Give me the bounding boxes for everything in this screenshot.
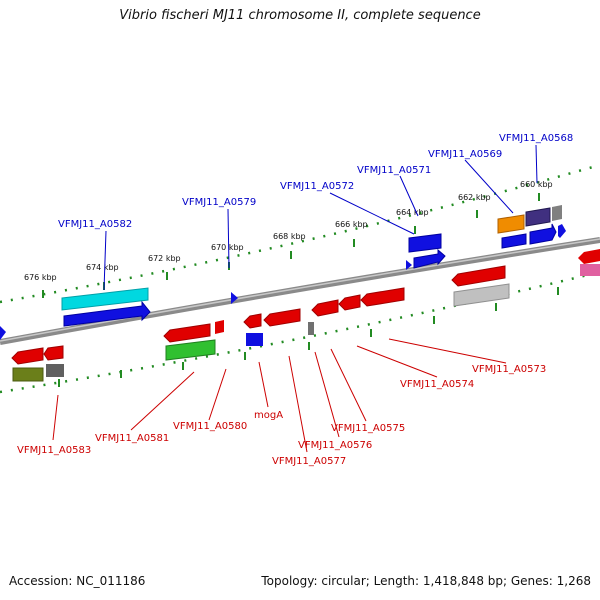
gene-block-lightgrey[interactable] [453, 283, 510, 307]
gene-arrow-0580[interactable] [243, 313, 262, 329]
gene-arrow-0583a[interactable] [11, 347, 44, 365]
forward-gene-label: VFMJ11_A0568 [499, 133, 573, 144]
gene-arrow-purple[interactable] [525, 207, 551, 227]
map-title: Vibrio fischeri MJ11 chromosome II, comp… [119, 8, 481, 23]
gene-arrow-0568a[interactable] [529, 223, 557, 245]
gene-arrow-green[interactable] [165, 339, 216, 361]
gene-arrow-0577[interactable] [263, 308, 301, 327]
tick-ring-outer [0, 163, 600, 304]
gene-arrow-0573[interactable] [451, 265, 506, 287]
gene-arrow-0581[interactable] [163, 323, 211, 343]
gene-block-moga[interactable] [246, 333, 263, 346]
gene-arrow-small-blue[interactable] [231, 292, 238, 304]
reverse-gene-label: VFMJ11_A0573 [472, 364, 546, 375]
forward-gene-label: VFMJ11_A0571 [357, 165, 431, 176]
gene-arrow-0574a[interactable] [338, 294, 361, 311]
tick-label: 668 kbp [273, 232, 306, 241]
reverse-genes [0, 249, 600, 382]
reverse-connectors [52, 338, 507, 453]
gene-arrow-cyan[interactable] [61, 287, 149, 311]
reverse-gene-label: VFMJ11_A0575 [331, 423, 405, 434]
reverse-gene-label: VFMJ11_A0574 [400, 379, 474, 390]
gene-arrow-0574b[interactable] [360, 287, 405, 307]
forward-genes [61, 205, 566, 327]
tick-label: 660 kbp [520, 180, 553, 189]
forward-gene-label: VFMJ11_A0569 [428, 149, 502, 160]
tick-label: 666 kbp [335, 220, 368, 229]
sequence-stats-text: Topology: circular; Length: 1,418,848 bp… [261, 574, 591, 588]
gene-arrow-0581b[interactable] [215, 320, 224, 334]
gene-arrow-grey[interactable] [552, 205, 562, 221]
tick-label: 670 kbp [211, 243, 244, 252]
chromosome-backbone [0, 237, 600, 345]
gene-arrow-0572[interactable] [408, 233, 442, 253]
gene-arrow-0571[interactable] [413, 248, 446, 269]
reverse-gene-label: mogA [254, 410, 283, 421]
gene-arrow-0568b[interactable] [558, 224, 566, 238]
tick-label: 674 kbp [86, 263, 119, 272]
major-ticks-inner [58, 287, 559, 387]
gene-block-edge-stripes[interactable] [580, 264, 600, 276]
gene-arrow-blue-edge[interactable] [0, 326, 6, 340]
tick-label: 672 kbp [148, 254, 181, 263]
forward-gene-label: VFMJ11_A0579 [182, 197, 256, 208]
tick-label: 664 kbp [396, 208, 429, 217]
gene-block-grey[interactable] [46, 364, 64, 377]
gene-arrow-orange[interactable] [497, 214, 525, 234]
gene-arrow-tiny[interactable] [406, 260, 412, 270]
reverse-gene-label: VFMJ11_A0576 [298, 440, 372, 451]
gene-arrow-edge-red[interactable] [578, 249, 600, 264]
tick-label: 662 kbp [458, 193, 491, 202]
gene-block-0576[interactable] [308, 322, 314, 335]
forward-connectors [103, 144, 538, 291]
reverse-gene-label: VFMJ11_A0583 [17, 445, 91, 456]
gene-arrow-0569[interactable] [501, 233, 527, 249]
reverse-gene-label: VFMJ11_A0577 [272, 456, 346, 467]
tick-label: 676 kbp [24, 273, 57, 282]
gene-arrow-0575[interactable] [311, 299, 339, 317]
chromosome-backbone-highlight [0, 238, 600, 342]
forward-gene-label: VFMJ11_A0572 [280, 181, 354, 192]
reverse-gene-label: VFMJ11_A0580 [173, 421, 247, 432]
forward-gene-label: VFMJ11_A0582 [58, 219, 132, 230]
gene-block-olive[interactable] [12, 367, 44, 382]
accession-text: Accession: NC_011186 [9, 574, 146, 588]
gene-arrow-blue[interactable] [63, 300, 151, 327]
gene-arrow-0583b[interactable] [43, 345, 64, 361]
reverse-gene-label: VFMJ11_A0581 [95, 433, 169, 444]
